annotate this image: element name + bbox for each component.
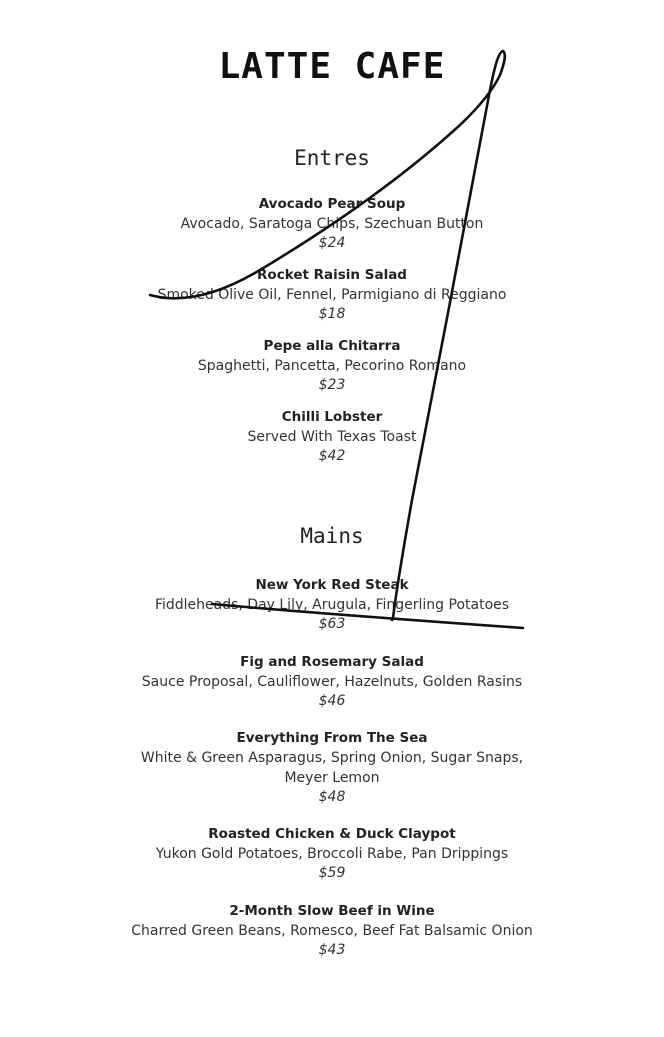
item-description: Fiddleheads, Day Lily, Arugula, Fingerli… [154, 597, 510, 613]
item-price: $63 [318, 616, 346, 632]
item-name: Fig and Rosemary Salad [240, 653, 424, 670]
menu-item: Chilli Lobster Served With Texas Toast $… [0, 408, 664, 479]
item-description: Sauce Proposal, Cauliflower, Hazelnuts, … [141, 673, 523, 690]
menu-item: Roasted Chicken & Duck Claypot Yukon Gol… [0, 825, 664, 902]
item-price: $46 [318, 692, 346, 709]
item-price: $48 [318, 789, 346, 805]
menu-item: Rocket Raisin Salad Smoked Olive Oil, Fe… [0, 266, 664, 337]
menu-item: Fig and Rosemary Salad Sauce Proposal, C… [0, 653, 664, 730]
item-price: $24 [318, 235, 346, 251]
item-description: Served With Texas Toast [247, 429, 417, 445]
section-heading-mains: Mains [300, 524, 364, 548]
menu-title: LATTE CAFE [218, 46, 446, 87]
item-description: Yukon Gold Potatoes, Broccoli Rabe, Pan … [155, 846, 509, 862]
item-price: $59 [318, 865, 346, 881]
menu-item: Pepe alla Chitarra Spaghetti, Pancetta, … [0, 337, 664, 408]
section-mains: New York Red Steak Fiddleheads, Day Lily… [0, 576, 664, 978]
item-price: $23 [318, 377, 346, 393]
item-name: Chilli Lobster [281, 409, 383, 425]
item-description: Smoked Olive Oil, Fennel, Parmigiano di … [157, 287, 507, 303]
item-price: $42 [318, 448, 346, 464]
item-name: New York Red Steak [255, 577, 409, 593]
item-price: $43 [318, 941, 346, 958]
item-description: White & Green Asparagus, Spring Onion, S… [140, 750, 524, 786]
section-heading-entres: Entres [294, 146, 370, 170]
item-description: Avocado, Saratoga Chips, Szechuan Button [180, 216, 484, 232]
item-name: Pepe alla Chitarra [263, 338, 401, 354]
menu-item: New York Red Steak Fiddleheads, Day Lily… [0, 576, 664, 653]
item-name: Everything From The Sea [236, 730, 428, 746]
section-entres: Avocado Pear Soup Avocado, Saratoga Chip… [0, 195, 664, 479]
menu-item: 2-Month Slow Beef in Wine Charred Green … [0, 902, 664, 979]
menu-item: Avocado Pear Soup Avocado, Saratoga Chip… [0, 195, 664, 266]
item-price: $18 [318, 306, 346, 322]
item-name: Roasted Chicken & Duck Claypot [208, 826, 456, 842]
item-name: Avocado Pear Soup [258, 196, 406, 212]
item-name: 2-Month Slow Beef in Wine [229, 902, 435, 919]
item-name: Rocket Raisin Salad [257, 267, 407, 283]
item-description: Charred Green Beans, Romesco, Beef Fat B… [131, 922, 533, 939]
menu-item: Everything From The Sea White & Green As… [0, 729, 664, 825]
item-description: Spaghetti, Pancetta, Pecorino Romano [197, 358, 467, 374]
